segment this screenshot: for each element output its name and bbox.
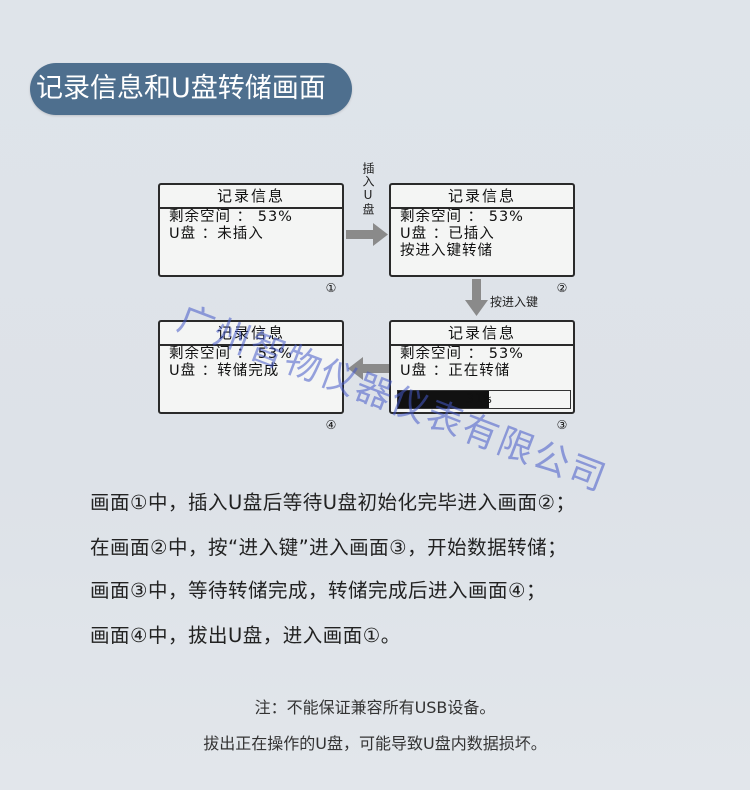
note-line-2: 拔出正在操作的U盘，可能导致U盘内数据损坏。 xyxy=(203,734,547,753)
screen-line: 剩余空间 ： 53% xyxy=(400,346,524,362)
screen-header: 记录信息 xyxy=(391,322,573,346)
screen-1: 记录信息 剩余空间 ： 53% U盘 ：未插入 ① xyxy=(158,183,344,295)
note-line-1: 注：不能保证兼容所有USB设备。 xyxy=(254,698,496,717)
screen-header: 记录信息 xyxy=(391,185,573,209)
screen-2: 记录信息 剩余空间 ： 53% U盘 ：已插入 按进入键转储 ② xyxy=(389,183,575,295)
screen-number-badge: ② xyxy=(556,281,568,295)
screen-header: 记录信息 xyxy=(160,322,342,346)
insert-usb-label: 插入U盘 xyxy=(361,162,375,216)
page-title: 记录信息和U盘转储画面 xyxy=(30,63,352,115)
progress-bar: 31% xyxy=(397,390,571,409)
screen-number-badge: ③ xyxy=(556,418,568,432)
progress-label: 31% xyxy=(466,392,493,407)
screen-header: 记录信息 xyxy=(160,185,342,209)
arrow-down-icon xyxy=(465,279,488,316)
screen-line: U盘 ：转储完成 xyxy=(169,363,280,379)
screen-number-badge: ① xyxy=(325,281,337,295)
screen-line: 剩余空间 ： 53% xyxy=(400,209,524,225)
screen-line: 剩余空间 ： 53% xyxy=(169,209,293,225)
arrow-right-icon xyxy=(346,223,388,246)
screen-line: U盘 ：已插入 xyxy=(400,226,495,242)
screen-number-badge: ④ xyxy=(325,418,337,432)
screen-line: U盘 ：正在转储 xyxy=(400,363,511,379)
arrow-left-icon xyxy=(348,357,389,380)
description-line-1: 画面①中，插入U盘后等待U盘初始化完毕进入画面②； xyxy=(90,491,576,514)
description-line-2: 在画面②中，按“进入键”进入画面③，开始数据转储； xyxy=(90,536,568,559)
description-line-4: 画面④中，拔出U盘，进入画面①。 xyxy=(90,624,401,647)
screen-line: 剩余空间 ： 53% xyxy=(169,346,293,362)
screen-line: 按进入键转储 xyxy=(400,243,493,259)
progress-fill xyxy=(398,391,489,408)
description-line-3: 画面③中，等待转储完成，转储完成后进入画面④； xyxy=(90,579,546,602)
screen-line: U盘 ：未插入 xyxy=(169,226,264,242)
enter-key-label: 按进入键 xyxy=(490,295,539,309)
screen-3: 记录信息 剩余空间 ： 53% U盘 ：正在转储 31% ③ xyxy=(389,320,575,432)
screen-4: 记录信息 剩余空间 ： 53% U盘 ：转储完成 ④ xyxy=(158,320,344,432)
